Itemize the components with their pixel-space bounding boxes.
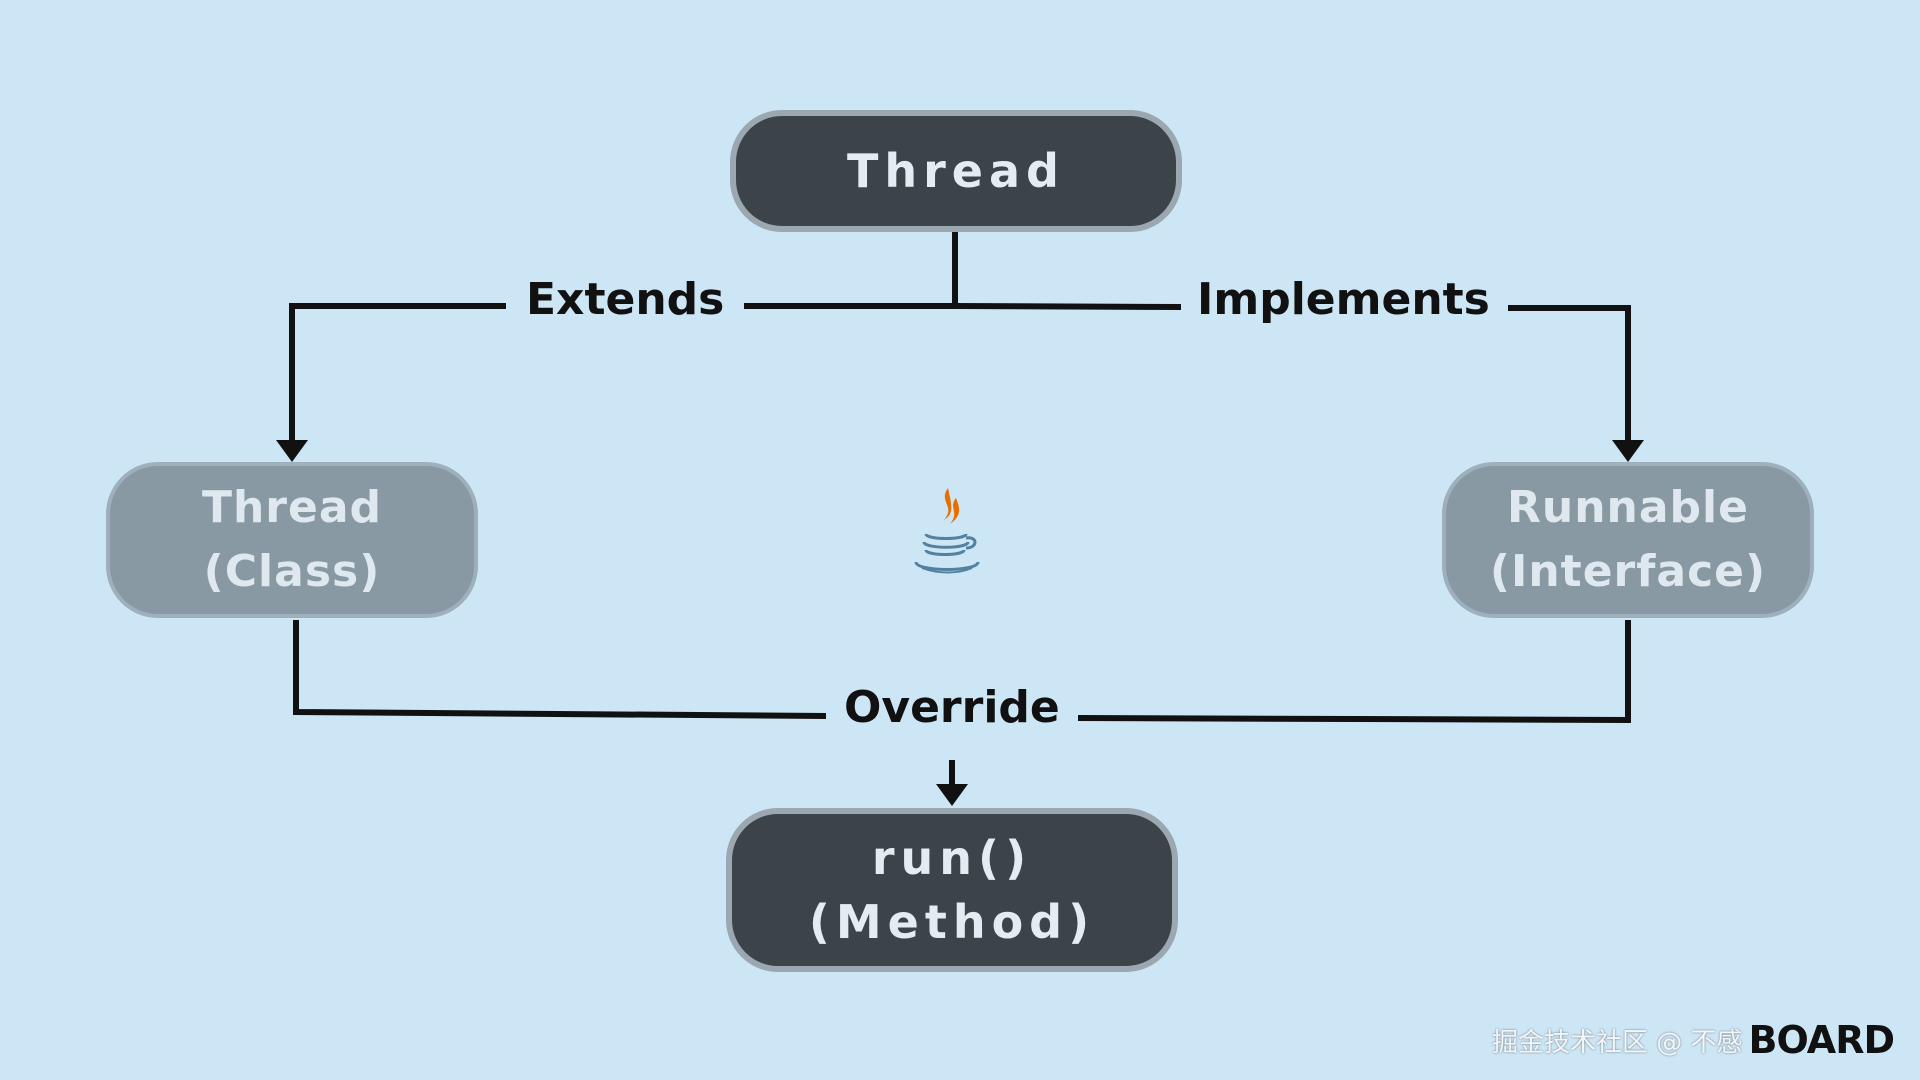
node-run-method: run() (Method) <box>726 808 1178 972</box>
edge-label-implements: Implements <box>1183 272 1504 328</box>
connector-extends-left <box>289 303 506 448</box>
connector-implements-right <box>1508 305 1631 448</box>
node-thread-class-title: Thread <box>201 482 383 533</box>
node-thread: Thread <box>730 110 1182 232</box>
edge-label-extends: Extends <box>512 272 739 328</box>
node-run-subtitle: (Method) <box>808 895 1096 949</box>
board-logo: BOARD <box>1748 1018 1895 1062</box>
node-run-title: run() <box>871 831 1033 885</box>
watermark-text: 掘金技术社区 @ 不感 <box>1492 1027 1743 1058</box>
watermark: 掘金技术社区 @ 不感 BOARD <box>1492 1018 1895 1062</box>
connector-implements-left <box>954 303 1182 310</box>
node-thread-class: Thread (Class) <box>106 462 478 618</box>
node-thread-label: Thread <box>847 144 1065 198</box>
edge-label-override: Override <box>830 680 1074 736</box>
node-runnable-title: Runnable <box>1507 482 1749 533</box>
java-coffee-cup-icon <box>914 488 980 574</box>
arrow-to-thread-class-icon <box>276 440 308 462</box>
connector-override-right <box>1077 620 1631 724</box>
connector-override-left <box>293 620 827 719</box>
arrow-to-run-icon <box>936 784 968 806</box>
node-thread-class-subtitle: (Class) <box>203 546 381 597</box>
node-runnable-interface: Runnable (Interface) <box>1442 462 1814 618</box>
arrow-to-runnable-icon <box>1612 440 1644 462</box>
node-runnable-subtitle: (Interface) <box>1489 546 1767 597</box>
